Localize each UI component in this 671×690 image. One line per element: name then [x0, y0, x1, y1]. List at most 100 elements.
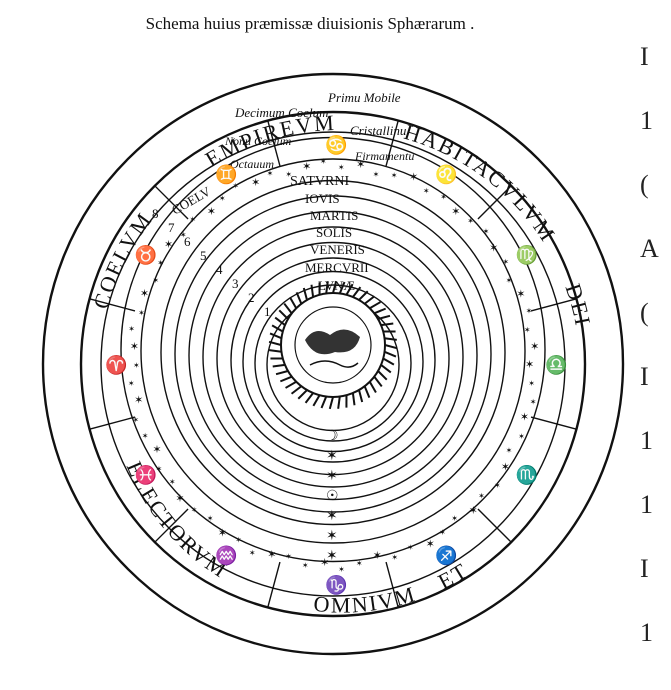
margin-glyph: I: [640, 554, 649, 583]
flame-ray: [332, 280, 338, 294]
star-icon: ✶: [157, 258, 164, 267]
zodiac-divider: [267, 120, 281, 167]
star-icon: ✶: [524, 326, 531, 335]
star-icon: ✶: [506, 276, 513, 285]
concentric-rings: [41, 72, 625, 656]
flame-ray: [377, 370, 388, 381]
margin-glyph: A: [640, 234, 659, 263]
flame-ray: [380, 322, 394, 327]
flame-ray: [268, 340, 282, 346]
flame-ray: [312, 394, 321, 407]
star-icon: ✶: [391, 553, 398, 562]
flame-ray: [274, 316, 286, 326]
star-icon: ✶: [502, 257, 509, 266]
star-icon: ✶: [219, 194, 226, 203]
flame-ray: [320, 396, 328, 409]
flame-ray: [271, 324, 284, 333]
star-icon: ✶: [152, 444, 161, 456]
planet-solis: SOLIS: [316, 225, 352, 240]
star-icon: ✶: [320, 557, 329, 569]
flame-ray: [269, 332, 282, 340]
flame-ray: [290, 385, 302, 395]
flame-ray: [358, 290, 369, 301]
zodiac-sign-icon: ♈: [105, 354, 127, 375]
flame-ray: [373, 376, 383, 388]
flame-ray: [364, 295, 376, 305]
label-firmamentum: Firmamentu: [354, 149, 414, 163]
planet-saturni: SATVRNI: [290, 174, 349, 189]
sphere-ring: [140, 158, 526, 544]
flame-ray: [289, 297, 298, 309]
flame-ray: [369, 301, 381, 310]
flame-ray: [382, 357, 395, 366]
zodiac-sign-icon: ♏: [516, 464, 538, 485]
star-icon: ✶: [138, 308, 145, 317]
star-icon: ✶: [302, 561, 309, 570]
margin-glyph: (: [640, 170, 649, 199]
star-icon: ✶: [407, 543, 414, 552]
sphere-number: 3: [232, 276, 239, 291]
sphere-number: 7: [168, 220, 175, 235]
firmament-stars: ✶✶✶✶✶✶✶✶✶✶✶✶✶✶✶✶✶✶✶✶✶✶✶✶✶✶✶✶✶✶✶✶✶✶✶✶✶✶✶✶…: [128, 157, 540, 574]
flame-ray: [310, 284, 315, 298]
label-decimum-coelum: Decimum Coelum: [234, 105, 329, 120]
zodiac-divider: [154, 508, 189, 543]
star-icon: ✶: [134, 394, 143, 406]
zodiac-sign-icon: ♍: [516, 244, 538, 265]
star-icon: ✶: [130, 341, 139, 353]
flame-ray: [302, 287, 308, 301]
star-icon: ✶: [423, 187, 430, 196]
flame-ray: [384, 344, 398, 350]
star-icon: ✶: [285, 170, 292, 179]
star-icon: ✶: [440, 192, 447, 201]
flame-ray: [363, 385, 371, 399]
star-icon: ✶: [128, 325, 135, 334]
flame-ray: [368, 381, 377, 393]
axis-symbol-icon: ✶: [326, 549, 338, 564]
star-icon: ✶: [338, 163, 345, 172]
star-icon: ✶: [516, 289, 525, 301]
margin-glyph: (: [640, 298, 649, 327]
star-icon: ✶: [267, 549, 276, 561]
star-icon: ✶: [518, 432, 525, 441]
star-icon: ✶: [235, 535, 242, 544]
flame-ray: [380, 364, 392, 374]
sphere-ring: [202, 226, 464, 488]
star-icon: ✶: [520, 412, 529, 424]
star-icon: ✶: [285, 552, 292, 561]
sphere-number: 2: [248, 290, 255, 305]
flame-ray: [377, 314, 391, 320]
flame-ray: [384, 350, 397, 358]
star-icon: ✶: [140, 288, 149, 300]
margin-glyph: 1: [640, 426, 653, 455]
flame-ray: [285, 380, 297, 389]
sphere-number: 5: [200, 248, 207, 263]
margin-glyph: 1: [640, 490, 653, 519]
star-icon: ✶: [156, 465, 163, 474]
sphere-ring: [79, 110, 587, 618]
margin-glyph: I: [640, 362, 649, 391]
sphere-ring: [160, 179, 506, 526]
zodiac-divider: [477, 185, 512, 220]
flame-ray: [351, 392, 356, 406]
star-icon: ✶: [251, 177, 260, 189]
flame-ray: [325, 281, 329, 294]
flame-ray: [272, 363, 286, 368]
star-icon: ✶: [152, 276, 159, 285]
earth-sea-ring: [294, 306, 372, 384]
star-icon: ✶: [451, 514, 458, 523]
planet-mercurii: MERCVRII: [305, 260, 369, 275]
flame-ray: [358, 389, 364, 403]
flame-ray: [328, 396, 334, 410]
sphere-number: 4: [216, 262, 223, 277]
planet-martis: MARTIS: [310, 208, 358, 223]
zodiac-divider: [154, 185, 189, 220]
star-icon: ✶: [483, 227, 490, 236]
zodiac-sign-icon: ♉: [134, 244, 156, 265]
star-icon: ✶: [164, 239, 173, 251]
flame-ray: [279, 375, 293, 383]
star-icon: ✶: [530, 397, 537, 406]
flame-ray: [373, 307, 387, 315]
zodiac-sign-icon: ♐: [435, 545, 457, 566]
zodiac-divider: [530, 416, 577, 430]
